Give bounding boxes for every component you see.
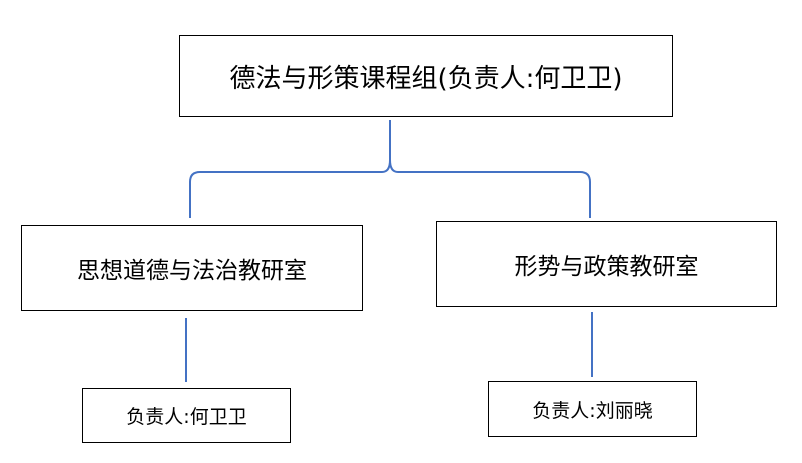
leader-label: 负责人:刘丽晓 (532, 399, 653, 422)
child-node-ideology-law: 思想道德与法治教研室 (21, 225, 363, 311)
leader-label: 负责人:何卫卫 (126, 406, 247, 428)
child-node-label: 思想道德与法治教研室 (77, 258, 307, 284)
leader-node-ideology-law: 负责人:何卫卫 (82, 388, 291, 443)
child-node-situation-policy: 形势与政策教研室 (436, 221, 777, 307)
root-node-label: 德法与形策课程组(负责人:何卫卫) (229, 63, 623, 94)
root-node: 德法与形策课程组(负责人:何卫卫) (179, 35, 673, 117)
child-node-label: 形势与政策教研室 (514, 254, 699, 280)
leader-node-situation-policy: 负责人:刘丽晓 (488, 381, 697, 437)
brace-connector (189, 120, 591, 218)
